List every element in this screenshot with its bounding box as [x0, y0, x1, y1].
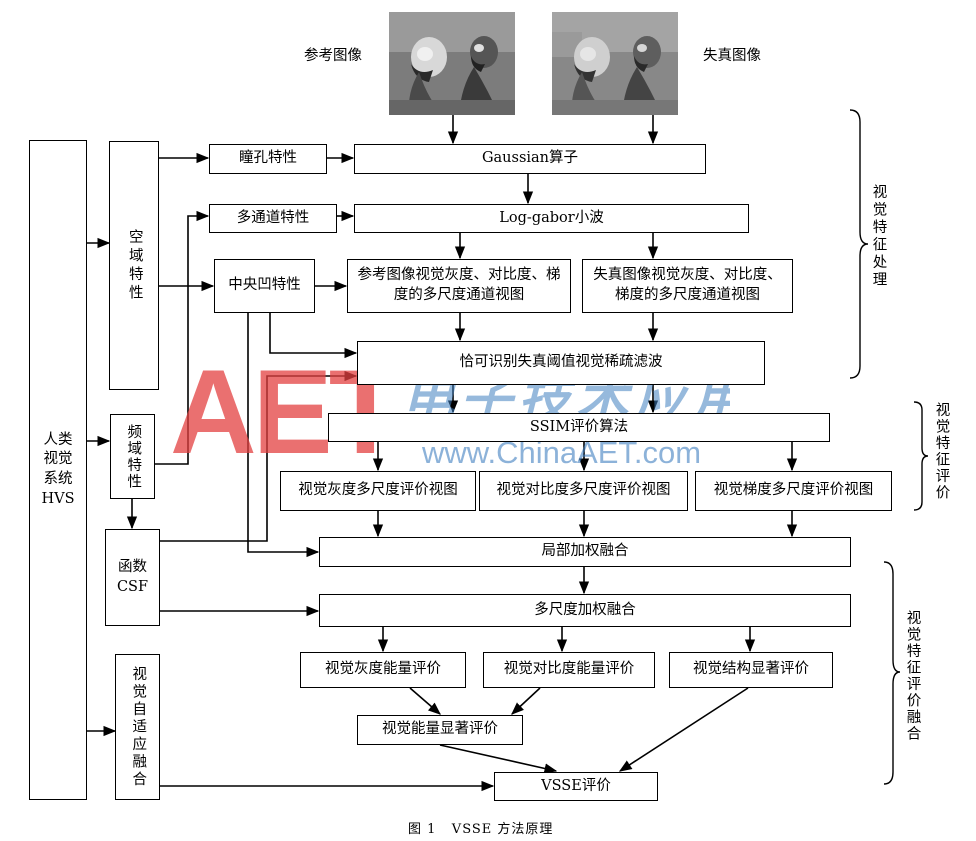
csf-label: 函数CSF: [117, 558, 149, 597]
distorted-image: [552, 12, 678, 115]
bracket-feature-processing: [850, 110, 868, 378]
loggabor-label: Log-gabor小波: [499, 209, 603, 229]
hvs-box: 人类视觉系统HVS: [29, 140, 87, 800]
dist-views-label: 失真图像视觉灰度、对比度、梯度的多尺度通道视图: [589, 266, 786, 305]
struct-saliency-label: 视觉结构显著评价: [693, 660, 809, 680]
reference-image: [389, 12, 515, 115]
fovea-box: 中央凹特性: [214, 259, 315, 313]
spatial-box: 空域特性: [109, 141, 159, 390]
multichannel-label: 多通道特性: [237, 209, 310, 229]
arrow-energysal-vsse: [440, 745, 556, 771]
bracket-feature-eval-fusion: [884, 562, 900, 784]
contrast-energy-box: 视觉对比度能量评价: [483, 652, 655, 688]
multiscale-fusion-label: 多尺度加权融合: [534, 601, 636, 621]
parrot-distorted-icon: [552, 12, 678, 115]
feature-eval-fusion-label: 视觉特征评价融合: [905, 610, 920, 742]
gray-energy-label: 视觉灰度能量评价: [325, 660, 441, 680]
gaussian-box: Gaussian算子: [354, 144, 706, 174]
jnd-filter-label: 恰可识别失真阈值视觉稀疏滤波: [460, 353, 663, 373]
local-fusion-label: 局部加权融合: [542, 542, 629, 562]
arrow-grayenergy-sal: [410, 688, 440, 714]
distorted-image-label: 失真图像: [703, 44, 761, 65]
pupil-box: 瞳孔特性: [209, 144, 327, 174]
csf-box: 函数CSF: [105, 529, 160, 626]
ref-views-box: 参考图像视觉灰度、对比度、梯度的多尺度通道视图: [347, 259, 571, 313]
figure-caption: 图 1 VSSE 方法原理: [408, 818, 553, 837]
vsse-label: VSSE评价: [541, 777, 611, 797]
arrow-csf-jnd: [160, 376, 356, 541]
contrast-energy-label: 视觉对比度能量评价: [504, 660, 635, 680]
vsse-box: VSSE评价: [494, 772, 658, 801]
pupil-label: 瞳孔特性: [239, 149, 297, 169]
frequency-label: 频域特性: [123, 424, 143, 490]
ref-views-label: 参考图像视觉灰度、对比度、梯度的多尺度通道视图: [354, 266, 564, 305]
arrow-fovea-local: [248, 313, 318, 552]
arrow-contrastenergy-sal: [512, 688, 540, 714]
gradient-eval-view-box: 视觉梯度多尺度评价视图: [695, 471, 892, 511]
contrast-eval-view-label: 视觉对比度多尺度评价视图: [497, 481, 671, 501]
energy-saliency-label: 视觉能量显著评价: [382, 720, 498, 740]
feature-eval-label: 视觉特征评价: [934, 402, 949, 501]
multichannel-box: 多通道特性: [209, 204, 337, 233]
adaptive-label: 视觉自适应融合: [128, 666, 148, 789]
ssim-box: SSIM评价算法: [328, 413, 830, 442]
spatial-label: 空域特性: [124, 229, 144, 303]
arrow-structsal-vsse: [620, 688, 748, 771]
arrow-frequency-multichannel: [155, 216, 208, 464]
arrow-fovea-jnd: [270, 313, 356, 353]
parrot-image-icon: [389, 12, 515, 115]
local-fusion-box: 局部加权融合: [319, 537, 851, 567]
adaptive-box: 视觉自适应融合: [115, 654, 160, 800]
ssim-label: SSIM评价算法: [530, 418, 628, 438]
energy-saliency-box: 视觉能量显著评价: [357, 715, 523, 745]
gray-eval-view-box: 视觉灰度多尺度评价视图: [280, 471, 476, 511]
multiscale-fusion-box: 多尺度加权融合: [319, 594, 851, 627]
dist-views-box: 失真图像视觉灰度、对比度、梯度的多尺度通道视图: [582, 259, 793, 313]
contrast-eval-view-box: 视觉对比度多尺度评价视图: [479, 471, 688, 511]
gray-eval-view-label: 视觉灰度多尺度评价视图: [298, 481, 458, 501]
gradient-eval-view-label: 视觉梯度多尺度评价视图: [714, 481, 874, 501]
hvs-label: 人类视觉系统HVS: [41, 431, 75, 509]
reference-image-label: 参考图像: [304, 44, 362, 65]
loggabor-box: Log-gabor小波: [354, 204, 749, 233]
gray-energy-box: 视觉灰度能量评价: [300, 652, 466, 688]
frequency-box: 频域特性: [110, 414, 155, 499]
bracket-feature-eval: [914, 402, 928, 510]
fovea-label: 中央凹特性: [228, 276, 301, 296]
feature-processing-label: 视觉特征处理: [871, 184, 886, 289]
gaussian-label: Gaussian算子: [482, 149, 578, 169]
jnd-filter-box: 恰可识别失真阈值视觉稀疏滤波: [357, 341, 765, 385]
struct-saliency-box: 视觉结构显著评价: [669, 652, 833, 688]
